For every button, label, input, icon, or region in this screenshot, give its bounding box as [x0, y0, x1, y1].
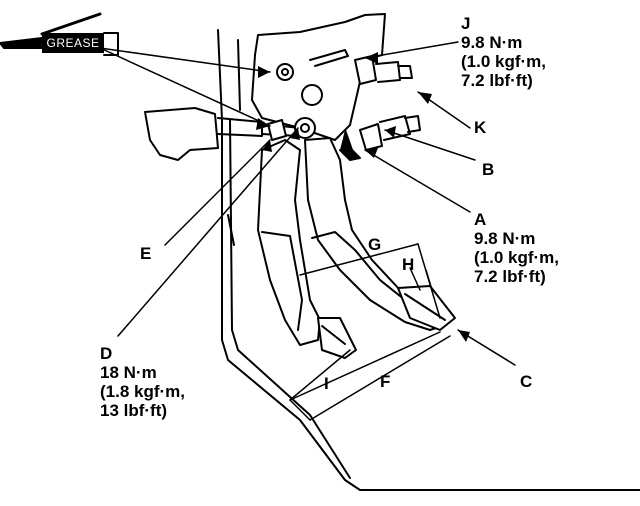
callout-b: B [482, 160, 495, 179]
pedal-bracket [251, 13, 386, 141]
callout-j-torque-kgfm: (1.0 kgf·m, [461, 52, 547, 71]
arrowheads [256, 52, 470, 342]
callout-k: K [474, 118, 487, 137]
clutch-pedal-pad [317, 317, 357, 359]
dimension-h [409, 267, 433, 291]
callout-d: D 18 N·m (1.8 kgf·m, 13 lbf·ft) [100, 344, 185, 420]
callout-d-torque-lbfft: 13 lbf·ft) [100, 401, 168, 420]
callout-d-torque-kgfm: (1.8 kgf·m, [100, 382, 186, 401]
callout-a: A 9.8 N·m (1.0 kgf·m, 7.2 lbf·ft) [474, 210, 559, 286]
brake-pedal-pad [397, 285, 456, 331]
switch-j [354, 55, 413, 85]
callout-j: J 9.8 N·m (1.0 kgf·m, 7.2 lbf·ft) [461, 14, 546, 90]
callout-j-torque-lbfft: 7.2 lbf·ft) [461, 71, 533, 90]
callout-a-torque-nm: 9.8 N·m [474, 229, 536, 248]
callout-j-torque-nm: 9.8 N·m [461, 33, 523, 52]
floor-panel [217, 29, 640, 491]
callout-a-torque-kgfm: (1.0 kgf·m, [474, 248, 560, 267]
dimension-f-i [289, 331, 451, 421]
dimension-label-f: F [380, 372, 391, 391]
callout-a-letter: A [474, 210, 487, 229]
callout-d-letter: D [100, 344, 113, 363]
callout-j-letter: J [461, 14, 471, 33]
callout-e: E [140, 244, 152, 263]
grease-label: GREASE [42, 33, 104, 53]
callout-a-torque-lbfft: 7.2 lbf·ft) [474, 267, 546, 286]
leader-lines [99, 41, 516, 366]
switch-k [359, 115, 421, 151]
dimension-label-i: I [324, 374, 329, 393]
callout-d-torque-nm: 18 N·m [100, 363, 157, 382]
dimension-label-h: H [402, 255, 415, 274]
callout-c: C [520, 372, 533, 391]
clevis-pin [267, 117, 316, 141]
dimension-label-g: G [368, 235, 382, 254]
